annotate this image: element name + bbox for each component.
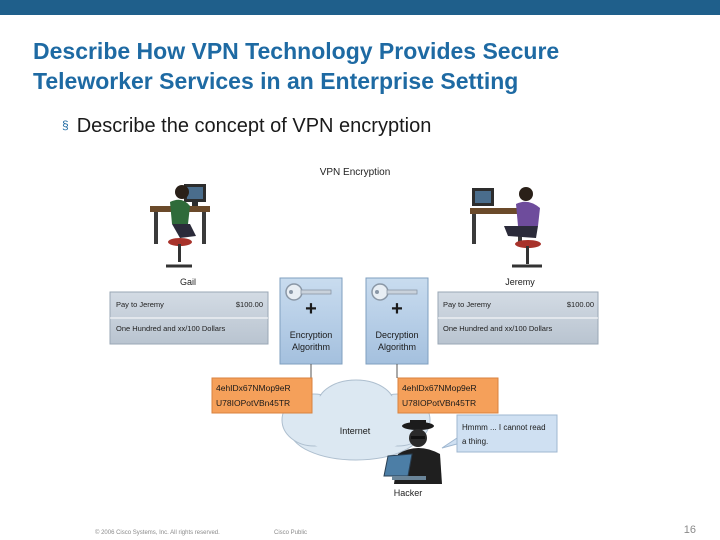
slide-title: Describe How VPN Technology Provides Sec… — [33, 36, 713, 96]
footer-classification: Cisco Public — [274, 530, 308, 536]
page-number: 16 — [683, 524, 696, 536]
receiver-workstation — [470, 187, 542, 268]
encryption-label-line1: Encryption — [290, 330, 333, 340]
ciphertext-box-left: 4ehIDx67NMop9eR U78IOPotVBn45TR — [211, 377, 313, 414]
ciphertext-box-right: 4ehIDx67NMop9eR U78IOPotVBn45TR — [397, 377, 499, 414]
cipher-left-line1: 4ehIDx67NMop9eR — [216, 383, 291, 393]
speech-line1: Hmmm ... I cannot read — [462, 423, 546, 432]
cipher-right-line2: U78IOPotVBn45TR — [402, 398, 476, 408]
title-line-1: Describe How VPN Technology Provides Sec… — [33, 38, 560, 64]
encryption-plus-icon: + — [305, 298, 317, 320]
decryption-label-line1: Decryption — [375, 330, 418, 340]
hacker-figure — [383, 420, 442, 484]
receiver-label: Jeremy — [505, 277, 535, 287]
encryption-key-icon — [285, 283, 332, 301]
bullet-text: Describe the concept of VPN encryption — [76, 115, 432, 137]
top-banner — [0, 0, 720, 15]
check-left-words: One Hundred and xx/100 Dollars — [116, 324, 225, 333]
plaintext-check-left: Pay to Jeremy $100.00 One Hundred and xx… — [109, 291, 269, 345]
footer-copyright: © 2006 Cisco Systems, Inc. All rights re… — [95, 530, 220, 536]
cipher-left-line2: U78IOPotVBn45TR — [216, 398, 290, 408]
cloud-label: Internet — [340, 426, 371, 436]
decryption-label-line2: Algorithm — [378, 342, 416, 352]
bullet-marker: § — [62, 118, 69, 132]
sender-label: Gail — [180, 277, 196, 287]
cipher-right-line1: 4ehIDx67NMop9eR — [402, 383, 477, 393]
plaintext-check-right: Pay to Jeremy $100.00 One Hundred and xx… — [437, 291, 599, 345]
check-right-payee: Pay to Jeremy — [443, 300, 491, 309]
encryption-label-line2: Algorithm — [292, 342, 330, 352]
decryption-key-icon — [371, 283, 418, 301]
diagram-title: VPN Encryption — [320, 167, 391, 178]
check-right-words: One Hundred and xx/100 Dollars — [443, 324, 552, 333]
speech-line2: a thing. — [462, 437, 488, 446]
check-right-amount: $100.00 — [567, 300, 594, 309]
check-left-payee: Pay to Jeremy — [116, 300, 164, 309]
hacker-speech-bubble: Hmmm ... I cannot read a thing. — [441, 414, 558, 453]
sender-workstation — [150, 184, 210, 268]
bullet-point: § Describe the concept of VPN encryption — [62, 115, 431, 138]
decryption-plus-icon: + — [391, 298, 403, 320]
check-left-amount: $100.00 — [236, 300, 263, 309]
title-line-2: Teleworker Services in an Enterprise Set… — [33, 68, 519, 94]
vpn-encryption-diagram: VPN Encryption Gail Jeremy Pay to Jeremy — [109, 167, 599, 498]
attacker-label: Hacker — [394, 488, 423, 498]
